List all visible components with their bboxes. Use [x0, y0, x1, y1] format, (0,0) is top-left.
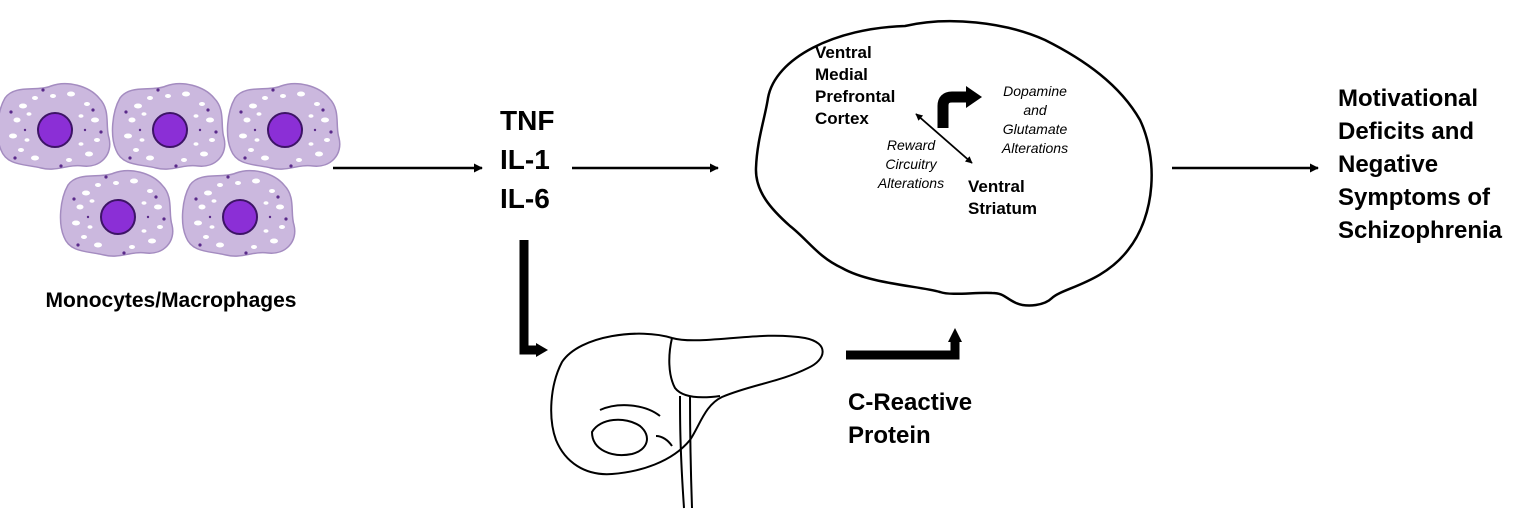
- svg-text:Medial: Medial: [815, 65, 868, 84]
- outcome-label: Motivational Deficits and Negative Sympt…: [1338, 85, 1503, 244]
- svg-text:and: and: [1023, 102, 1048, 118]
- region-vmpfc-label: Ventral Medial Prefrontal Cortex: [815, 43, 895, 128]
- svg-text:Circuitry: Circuitry: [885, 156, 937, 172]
- svg-text:Striatum: Striatum: [968, 199, 1037, 218]
- reward-circuit-arrow: [915, 113, 973, 164]
- cytokine-il6: IL-6: [500, 183, 550, 214]
- crp-label: C-Reactive Protein: [848, 389, 972, 449]
- reward-label: Reward Circuitry Alterations: [877, 137, 944, 191]
- liver-illustration: [550, 332, 824, 509]
- neurotransmitter-arrow: [937, 86, 982, 128]
- svg-text:C-Reactive: C-Reactive: [848, 389, 972, 416]
- svg-text:Dopamine: Dopamine: [1003, 83, 1067, 99]
- neurotransmitter-label: Dopamine and Glutamate Alterations: [1001, 83, 1068, 156]
- region-ventral-striatum-label: Ventral Striatum: [968, 177, 1037, 218]
- macrophage-cell: [0, 82, 111, 171]
- svg-text:Prefrontal: Prefrontal: [815, 87, 895, 106]
- svg-text:Symptoms of: Symptoms of: [1338, 184, 1491, 211]
- elbow-arrow-crp-to-brain: [846, 328, 962, 360]
- macrophage-cluster: [0, 82, 341, 258]
- macrophage-cell: [181, 169, 296, 258]
- svg-text:Motivational: Motivational: [1338, 85, 1478, 112]
- svg-text:Ventral: Ventral: [815, 43, 872, 62]
- cytokine-list: TNF IL-1 IL-6: [500, 105, 554, 214]
- svg-text:Schizophrenia: Schizophrenia: [1338, 217, 1503, 244]
- macrophage-cell: [226, 82, 341, 171]
- svg-text:Negative: Negative: [1338, 151, 1438, 178]
- brain-outline: [754, 19, 1153, 307]
- cytokine-tnf: TNF: [500, 105, 554, 136]
- elbow-arrow-to-liver: [519, 240, 548, 357]
- macrophage-cell: [59, 169, 174, 258]
- svg-text:Reward: Reward: [887, 137, 936, 153]
- cytokine-il1: IL-1: [500, 144, 550, 175]
- svg-text:Ventral: Ventral: [968, 177, 1025, 196]
- cells-label: Monocytes/Macrophages: [46, 289, 297, 312]
- svg-text:Alterations: Alterations: [877, 175, 944, 191]
- svg-text:Protein: Protein: [848, 422, 931, 449]
- svg-text:Cortex: Cortex: [815, 109, 869, 128]
- svg-text:Alterations: Alterations: [1001, 140, 1068, 156]
- svg-text:Deficits and: Deficits and: [1338, 118, 1474, 145]
- macrophage-cell: [111, 82, 226, 171]
- svg-text:Glutamate: Glutamate: [1003, 121, 1068, 137]
